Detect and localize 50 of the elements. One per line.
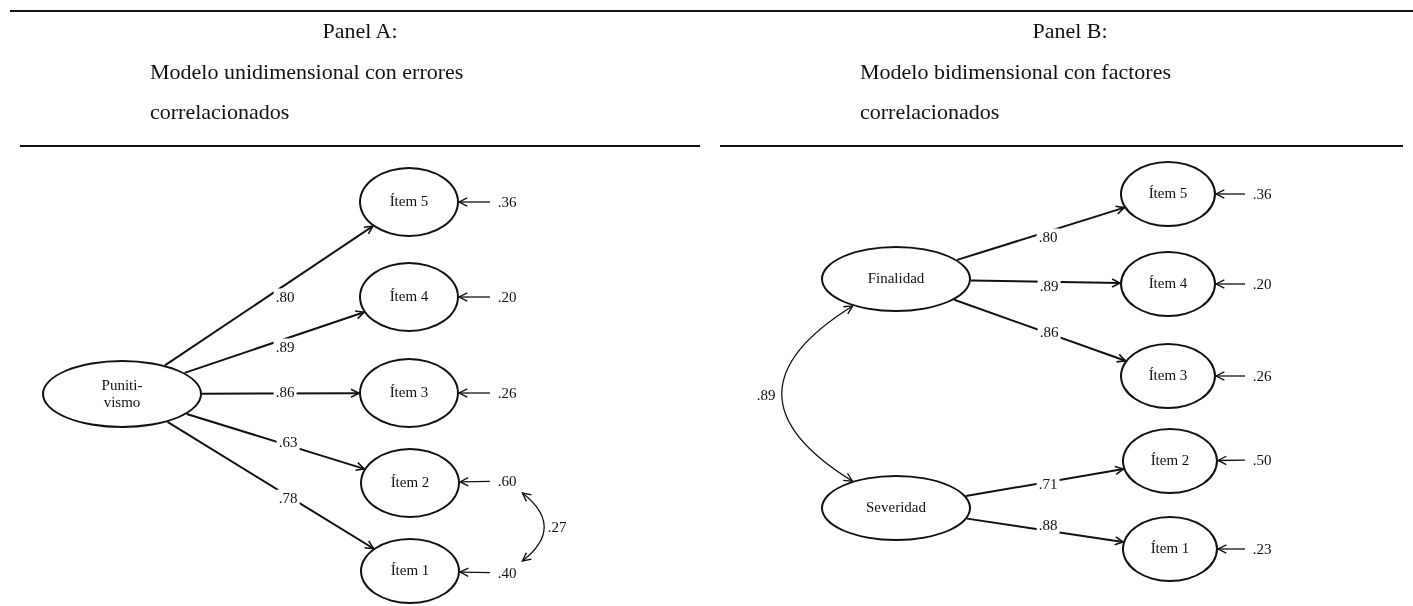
node-label: Puniti- vismo <box>100 376 144 412</box>
arrow <box>459 567 491 578</box>
node-label: Ítem 3 <box>1148 367 1188 385</box>
arrow <box>458 197 491 207</box>
arrow <box>956 205 1126 261</box>
arrow <box>458 292 491 302</box>
error-value: .26 <box>492 383 522 403</box>
arrow <box>964 465 1125 497</box>
error-value: .36 <box>492 192 522 212</box>
error-value: .50 <box>1247 450 1277 470</box>
node-label: Severidad <box>866 499 926 517</box>
error-value: .60 <box>492 471 522 491</box>
error-value: .23 <box>1247 539 1277 559</box>
arrow <box>1215 189 1246 199</box>
node-label: Ítem 2 <box>390 474 430 492</box>
error-value: .40 <box>492 563 522 583</box>
arrow <box>966 517 1125 546</box>
node-label: Ítem 1 <box>390 562 430 580</box>
arrow <box>1215 279 1246 289</box>
node-label: Ítem 5 <box>389 193 429 211</box>
error-value: .26 <box>1247 366 1277 386</box>
node-label: Ítem 1 <box>1150 540 1190 558</box>
arrow <box>1215 371 1246 381</box>
error-value: .20 <box>492 287 522 307</box>
panel-heading: Panel B: <box>1032 18 1108 44</box>
node-label: Ítem 4 <box>389 288 429 306</box>
arrow <box>201 388 360 398</box>
panel-heading: Modelo bidimensional con factores correlacionados <box>860 58 1172 126</box>
arrow <box>1217 455 1246 466</box>
arrow <box>953 298 1127 363</box>
node-label: Ítem 4 <box>1148 275 1188 293</box>
panel-heading: Panel A: <box>322 18 398 44</box>
arrow <box>969 278 1121 288</box>
correlation-arrow <box>781 305 854 482</box>
arrow <box>183 310 365 374</box>
node-label: Finalidad <box>867 270 925 288</box>
error-value: .20 <box>1247 274 1277 294</box>
arrow <box>1217 544 1246 554</box>
node-label: Ítem 5 <box>1148 185 1188 203</box>
correlation-arrow <box>521 492 545 562</box>
arrow <box>166 420 375 550</box>
arrow <box>163 225 374 367</box>
arrow <box>185 413 366 472</box>
panel-heading: Modelo unidimensional con errores correlacionados <box>150 58 465 126</box>
node-label: Ítem 2 <box>1150 452 1190 470</box>
node-label: Ítem 3 <box>389 384 429 402</box>
edge-label: .78 <box>276 489 300 507</box>
error-value: .36 <box>1247 184 1277 204</box>
arrow <box>458 388 491 398</box>
arrow <box>459 476 491 487</box>
